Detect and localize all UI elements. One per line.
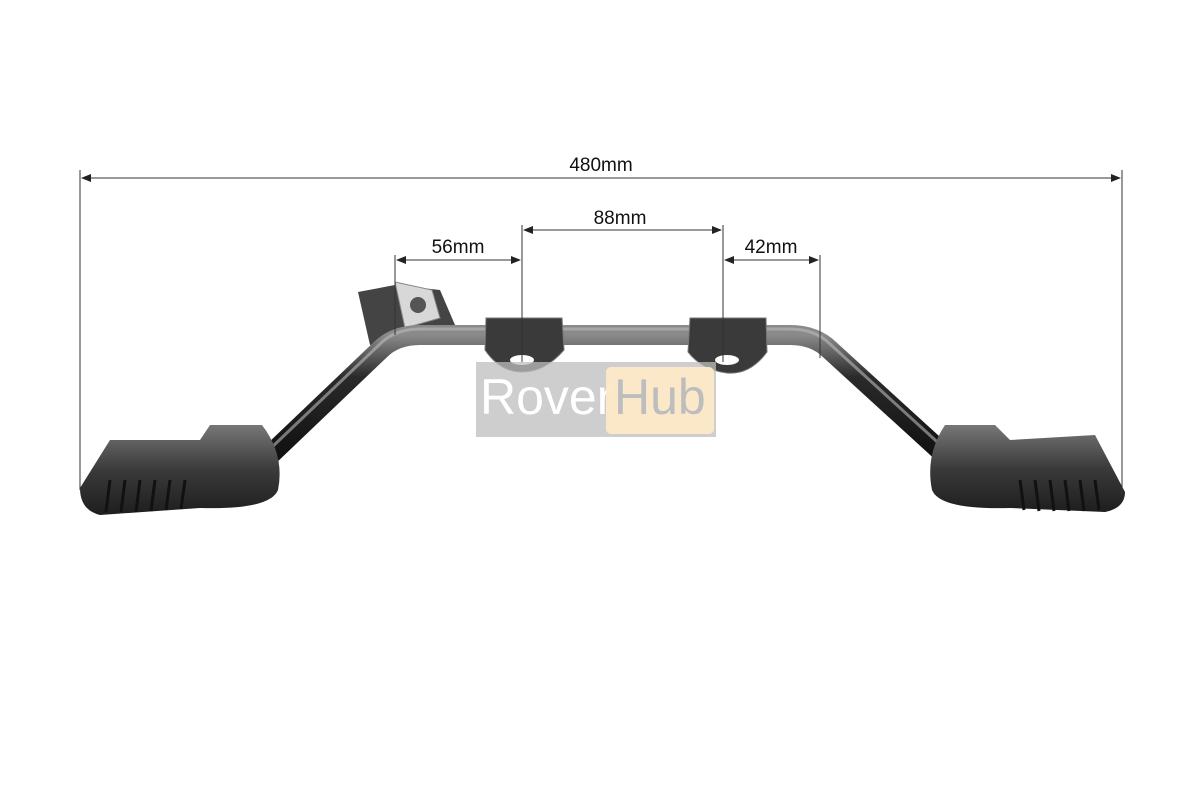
watermark-text-rover: Rover	[480, 369, 614, 425]
clamp-right	[687, 317, 768, 374]
tube-bar	[260, 325, 955, 465]
right-offset-label: 42mm	[744, 237, 798, 258]
footpeg-right	[930, 425, 1125, 512]
footpeg-left	[80, 425, 280, 515]
center-span-label: 88mm	[593, 208, 647, 229]
watermark-hub-box: Hub	[606, 367, 714, 434]
watermark-text-hub: Hub	[614, 369, 706, 425]
mounting-bracket	[358, 281, 455, 345]
overall-width-label: 480mm	[569, 155, 633, 176]
watermark-logo: Rover Hub	[476, 362, 716, 437]
left-offset-label: 56mm	[431, 237, 485, 258]
dimension-lines	[79, 170, 1123, 495]
